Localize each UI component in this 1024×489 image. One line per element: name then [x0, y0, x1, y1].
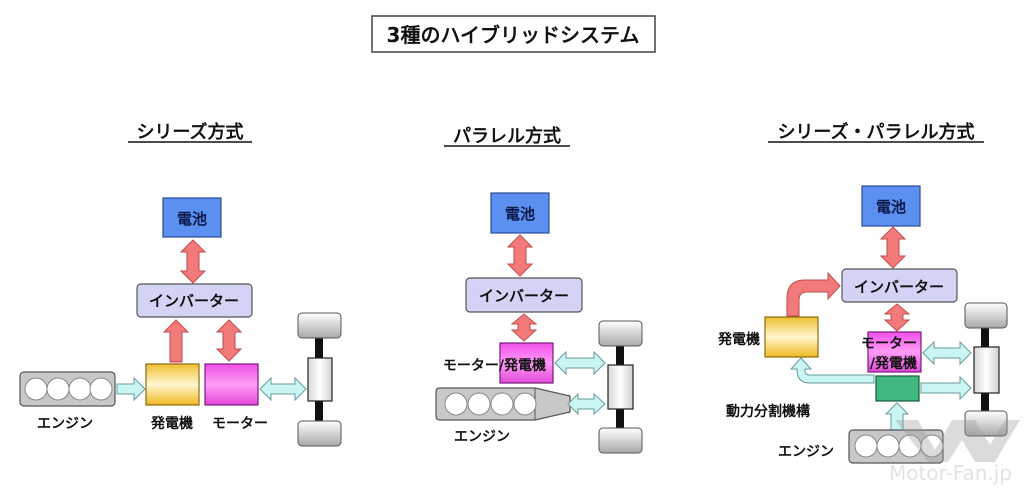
- sp-inverter-label: インバーター: [854, 278, 944, 296]
- series-battery-label: 電池: [177, 210, 207, 228]
- series-parallel-heading: シリーズ・パラレル方式: [777, 121, 974, 143]
- sp-inverter-motor-arrow: [883, 303, 911, 332]
- parallel-motor-axle-arrow: [554, 350, 606, 376]
- sp-split-generator-arrow: [789, 357, 875, 384]
- series-motor-axle-arrow: [259, 376, 307, 402]
- sp-inverter-box: [841, 268, 958, 303]
- sp-generator-inverter-arrow: [786, 271, 841, 317]
- sp-engine-label: エンジン: [778, 444, 834, 460]
- parallel-motor-generator-box: [499, 342, 554, 384]
- sp-motor-generator-label-2: /発電機: [870, 355, 917, 372]
- series-engine-generator-arrow: [116, 376, 146, 402]
- parallel-heading: パラレル方式: [453, 125, 561, 147]
- series-motor-label: モーター: [212, 416, 268, 432]
- series-motor-box: [204, 363, 259, 406]
- parallel-wheel-axle: [598, 320, 643, 454]
- series-diagram: シリーズ方式 電池 インバーター エンジン 発電機 モーター: [19, 121, 342, 447]
- sp-battery-box: [861, 185, 921, 227]
- sp-battery-inverter-arrow: [879, 226, 907, 269]
- series-generator-label: 発電機: [150, 415, 193, 432]
- parallel-engine: [435, 387, 571, 421]
- series-engine-label: エンジン: [37, 416, 93, 432]
- parallel-battery-label: 電池: [505, 205, 535, 223]
- watermark: Motor-Fan.jp: [889, 420, 1020, 485]
- parallel-engine-axle-arrow: [567, 392, 606, 416]
- parallel-inverter-label: インバーター: [479, 287, 569, 305]
- series-parallel-diagram: シリーズ・パラレル方式 電池 インバーター 発電機 モーター /発電機 動力分割…: [717, 121, 1008, 464]
- sp-wheel-axle: [964, 302, 1008, 437]
- series-generator-box: [145, 363, 200, 406]
- series-inverter-box: [136, 283, 253, 318]
- series-generator-inverter-arrow: [162, 319, 190, 363]
- parallel-battery-box: [490, 192, 550, 234]
- series-engine: [19, 371, 116, 407]
- sp-motor-generator-label-1: モーター: [861, 336, 917, 352]
- sp-generator-label: 発電機: [717, 331, 760, 348]
- sp-engine: [848, 429, 944, 464]
- sp-power-split-box: [875, 375, 920, 402]
- series-wheel-axle: [297, 312, 342, 447]
- page-title: 3種のハイブリッドシステム: [387, 23, 640, 47]
- sp-motor-generator-box: [867, 331, 922, 373]
- title-box: [371, 15, 656, 53]
- parallel-battery-inverter-arrow: [506, 234, 534, 277]
- watermark-text: Motor-Fan.jp: [889, 461, 1012, 485]
- sp-battery-label: 電池: [876, 198, 906, 216]
- parallel-inverter-box: [465, 277, 583, 313]
- sp-generator-box: [764, 316, 819, 358]
- parallel-diagram: パラレル方式 電池 インバーター モーター/発電機 エンジン: [435, 125, 643, 454]
- series-battery-box: [162, 197, 222, 238]
- parallel-inverter-motor-arrow: [510, 313, 538, 342]
- sp-motor-axle-arrow: [922, 340, 972, 366]
- series-inverter-label: インバーター: [149, 292, 239, 310]
- series-battery-inverter-arrow: [179, 239, 207, 284]
- series-heading: シリーズ方式: [136, 121, 243, 143]
- parallel-engine-label: エンジン: [454, 429, 510, 445]
- parallel-motor-generator-label: モーター/発電機: [443, 357, 546, 374]
- series-motor-inverter-arrow: [215, 319, 243, 362]
- sp-power-split-label: 動力分割機構: [726, 403, 810, 420]
- sp-split-axle-arrow: [920, 375, 972, 401]
- watermark-logo-mark: [895, 420, 1020, 462]
